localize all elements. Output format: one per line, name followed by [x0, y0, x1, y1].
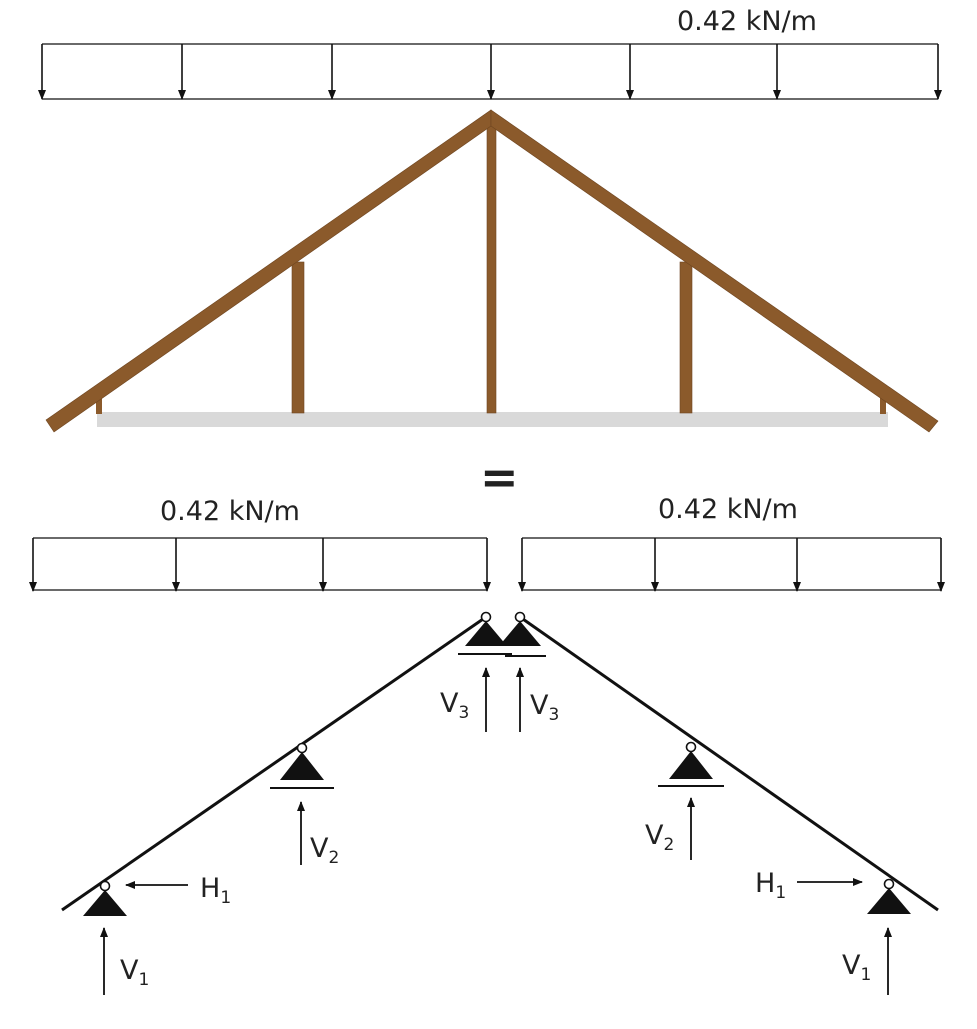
reaction-label-h1-left: H1	[200, 873, 232, 908]
reaction-label-v2-right: V2	[645, 820, 675, 855]
top-load-label: 0.42 kN/m	[677, 6, 817, 37]
support-left-2	[270, 742, 334, 789]
reaction-label-v1-right: V1	[842, 950, 872, 985]
left-distributed-load	[29, 537, 491, 592]
left-load-label: 0.42 kN/m	[160, 496, 300, 527]
support-triangle	[465, 621, 507, 646]
left-end-post	[96, 397, 102, 414]
support-triangle	[499, 621, 541, 646]
reaction-label-v2-left: V2	[310, 833, 340, 868]
right-rafter	[490, 109, 939, 433]
left-rafter	[45, 109, 492, 433]
support-triangle	[280, 752, 324, 780]
king-post	[486, 117, 497, 414]
support-pin	[883, 878, 895, 890]
equals-sign: =	[480, 450, 519, 504]
support-apex-right	[499, 611, 546, 657]
ceiling-joist	[97, 412, 888, 427]
support-triangle	[83, 890, 127, 916]
left-vertical-strut	[291, 261, 305, 414]
support-pin	[296, 742, 308, 754]
right-end-post	[880, 397, 886, 414]
support-triangle	[669, 751, 713, 779]
reaction-label-v3-right: V3	[530, 690, 560, 725]
structural-model	[61, 611, 939, 995]
support-pin	[685, 741, 697, 753]
support-pin	[99, 880, 111, 892]
support-left-1	[83, 880, 127, 916]
right-vertical-strut	[679, 261, 693, 414]
support-right-2	[658, 741, 724, 787]
reaction-label-h1-right: H1	[755, 868, 787, 903]
support-pin	[480, 611, 492, 623]
reaction-label-v3-left: V3	[440, 688, 470, 723]
right-load-label: 0.42 kN/m	[658, 494, 798, 525]
top-distributed-load	[38, 43, 942, 100]
support-right-1	[867, 878, 911, 914]
support-apex-left	[458, 611, 512, 655]
support-pin	[514, 611, 526, 623]
reaction-label-v1-left: V1	[120, 955, 150, 990]
left-beam-line	[61, 615, 487, 912]
right-distributed-load	[518, 537, 945, 592]
support-triangle	[867, 888, 911, 914]
timber-truss	[45, 109, 939, 433]
right-beam-line	[519, 615, 939, 912]
